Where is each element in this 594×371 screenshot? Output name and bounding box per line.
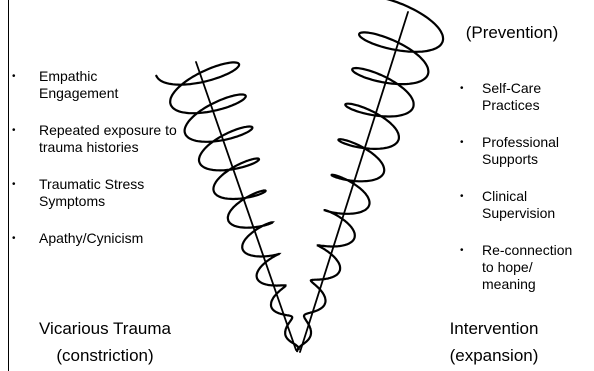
- intervention-subtitle: (expansion): [434, 345, 554, 366]
- list-item: • Professional Supports: [450, 134, 594, 168]
- list-item-text: Empathic Engagement: [39, 68, 119, 102]
- intervention-title: Intervention: [434, 318, 554, 339]
- list-item-text: Re-connection to hope/ meaning: [482, 242, 586, 293]
- list-item: • Re-connection to hope/ meaning: [450, 242, 594, 293]
- list-item: • Traumatic Stress Symptoms: [0, 176, 190, 210]
- list-item: • Empathic Engagement: [0, 68, 190, 102]
- bullet: •: [460, 80, 464, 97]
- bullet: •: [460, 134, 464, 151]
- bullet: •: [12, 230, 16, 247]
- prevention-list: • Self-Care Practices • Professional Sup…: [450, 80, 594, 293]
- bullet: •: [12, 122, 16, 139]
- list-item-text: Repeated exposure to trauma histories: [39, 122, 187, 156]
- bullet: •: [460, 188, 464, 205]
- bullet: •: [12, 68, 16, 85]
- spiral-coil-path: [297, 0, 443, 351]
- vicarious-trauma-title: Vicarious Trauma: [26, 318, 184, 339]
- list-item-text: Self-Care Practices: [482, 80, 562, 114]
- vicarious-trauma-list: • Empathic Engagement • Repeated exposur…: [0, 68, 190, 247]
- list-item: • Clinical Supervision: [450, 188, 594, 222]
- spiral-axis-line: [196, 62, 296, 350]
- vicarious-trauma-subtitle: (constriction): [26, 345, 184, 366]
- bullet: •: [460, 242, 464, 259]
- spiral-axis-line: [300, 12, 408, 352]
- list-item-text: Apathy/Cynicism: [39, 230, 143, 246]
- right-spiral-coil: [297, 0, 443, 352]
- bullet: •: [12, 176, 16, 193]
- prevention-label: (Prevention): [452, 22, 572, 43]
- list-item: • Self-Care Practices: [450, 80, 594, 114]
- list-item: • Repeated exposure to trauma histories: [0, 122, 190, 156]
- list-item-text: Clinical Supervision: [482, 188, 572, 222]
- list-item: • Apathy/Cynicism: [0, 230, 190, 247]
- list-item-text: Traumatic Stress Symptoms: [39, 176, 157, 210]
- list-item-text: Professional Supports: [482, 134, 582, 168]
